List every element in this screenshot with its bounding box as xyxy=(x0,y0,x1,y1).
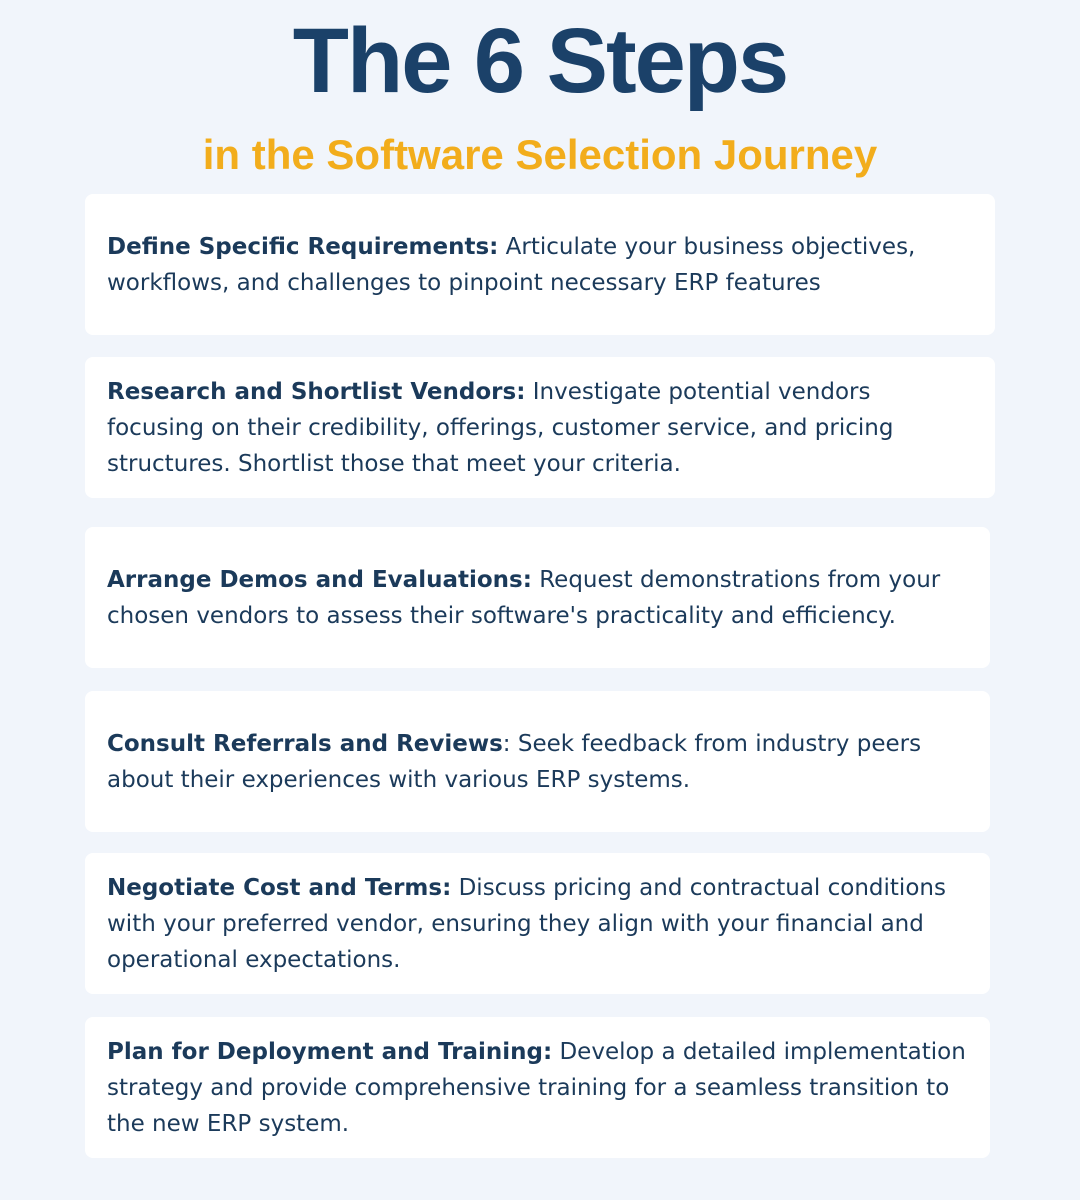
step-heading: Define Specific Requirements: xyxy=(107,233,499,260)
step-heading: Negotiate Cost and Terms: xyxy=(107,874,452,901)
step-body: : Seek feedback from industry peers abou… xyxy=(107,730,922,793)
step-text: Negotiate Cost and Terms: Discuss pricin… xyxy=(107,870,968,978)
step-text: Research and Shortlist Vendors: Investig… xyxy=(107,374,973,482)
step-text: Consult Referrals and Reviews: Seek feed… xyxy=(107,726,968,798)
step-text: Plan for Deployment and Training: Develo… xyxy=(107,1034,968,1142)
step-card-6: Plan for Deployment and Training: Develo… xyxy=(85,1017,990,1158)
step-card-2: Research and Shortlist Vendors: Investig… xyxy=(85,357,995,498)
step-card-1: Define Specific Requirements: Articulate… xyxy=(85,194,995,335)
page-subtitle: in the Software Selection Journey xyxy=(202,131,878,178)
step-body: Discuss pricing and contractual conditio… xyxy=(107,874,946,973)
step-heading: Research and Shortlist Vendors: xyxy=(107,378,526,405)
step-text: Arrange Demos and Evaluations: Request d… xyxy=(107,562,968,634)
step-body: Investigate potential vendors focusing o… xyxy=(107,378,894,477)
step-card-5: Negotiate Cost and Terms: Discuss pricin… xyxy=(85,853,990,994)
step-heading: Consult Referrals and Reviews xyxy=(107,730,503,757)
step-heading: Plan for Deployment and Training: xyxy=(107,1038,553,1065)
step-body: Articulate your business objectives, wor… xyxy=(107,233,916,296)
step-card-3: Arrange Demos and Evaluations: Request d… xyxy=(85,527,990,668)
step-card-4: Consult Referrals and Reviews: Seek feed… xyxy=(85,691,990,832)
step-body: Develop a detailed implementation strate… xyxy=(107,1038,966,1137)
step-body: Request demonstrations from your chosen … xyxy=(107,566,941,629)
step-heading: Arrange Demos and Evaluations: xyxy=(107,566,532,593)
step-text: Define Specific Requirements: Articulate… xyxy=(107,229,973,301)
page-title: The 6 Steps xyxy=(292,10,789,112)
